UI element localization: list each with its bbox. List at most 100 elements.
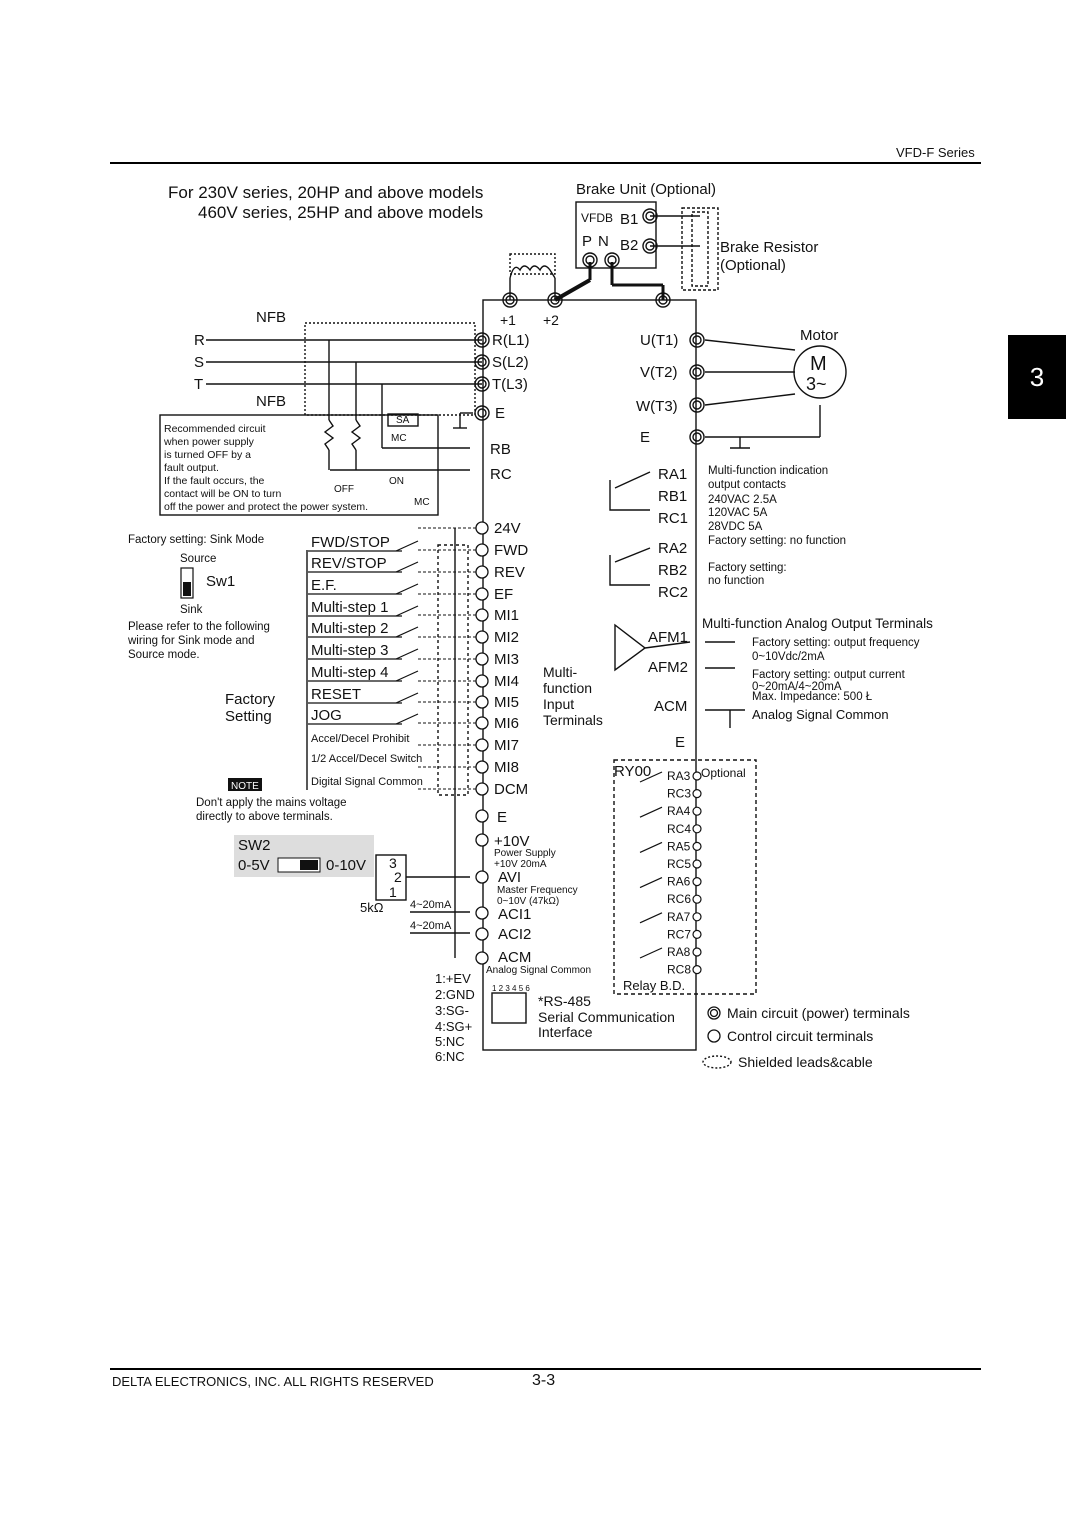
sink-label: Sink [180,604,203,616]
note-line-2: directly to above terminals. [196,811,333,823]
input-terminal-11 [475,760,489,774]
sw2-10v: 0-10V [326,857,366,874]
p10-label: +10V [494,833,529,850]
avi-info-2: 0~10V (47kΩ) [497,896,559,907]
relay-board-term-0: RA3 [667,769,691,783]
acm-in-label: ACM [498,949,531,966]
aci1-label: ACI1 [498,906,531,923]
relay-info-5: 28VDC 5A [708,521,763,533]
rs485-line-3: Interface [538,1024,593,1040]
input-terminal-label-8: MI5 [494,694,519,711]
wt3-label: W(T3) [636,398,678,415]
input-terminal-8 [475,695,489,709]
rs485-pin-numbers: 1 2 3 4 5 6 [492,984,530,993]
on-label: ON [389,476,404,487]
acm-out-label: ACM [654,698,687,715]
input-terminal-label-11: MI8 [494,759,519,776]
power-terminal-4 [474,354,490,370]
mc-contact-label: MC [414,497,430,508]
rb2-label: RB2 [658,562,687,579]
multi-label-4: Terminals [543,712,603,728]
note-badge-bg [228,778,262,791]
b1-label: B1 [620,211,638,228]
legend-main-icon [707,1006,721,1020]
rec-line-5: If the fault occurs, the [164,475,265,487]
source-label: Source [180,553,216,565]
s-input-label: S [194,354,204,371]
avi-info-1: Master Frequency [497,885,578,896]
note-line-1: Don't apply the mains voltage [196,797,347,809]
analog-in-terminal-4 [475,927,489,941]
relay-info-6: Factory setting: no function [708,535,846,547]
relay-board-term-6: RA6 [667,875,691,889]
p10-info-1: Power Supply [494,848,556,859]
power-terminal-7 [642,208,658,224]
multi-label-1: Multi- [543,664,578,680]
input-terminal-label-0: 24V [494,520,521,537]
relay-board-term-9: RC7 [667,927,691,941]
ut1-label: U(T1) [640,332,678,349]
rs485-pin-4: 4:SG+ [435,1019,472,1034]
title-line1: For 230V series, 20HP and above models [168,183,483,202]
relay-info-2: output contacts [708,479,786,491]
sw2-5v: 0-5V [238,857,270,874]
aci2-label: ACI2 [498,926,531,943]
motor-phase: 3~ [806,374,827,394]
factory-setting-2: Setting [225,708,272,725]
power-terminal-1 [547,292,563,308]
pot-2: 2 [394,869,402,885]
page-number: 3-3 [532,1372,556,1389]
power-terminal-5 [474,376,490,392]
header-rule [110,162,981,164]
analog-in-terminal-3 [475,906,489,920]
brake-resistor-optional: (Optional) [720,257,786,274]
copyright-text: DELTA ELECTRONICS, INC. ALL RIGHTS RESER… [112,1374,434,1389]
plus2-label: +2 [543,312,559,328]
rs485-pin-1: 1:+EV [435,971,471,986]
sl2-label: S(L2) [492,354,529,371]
pot-3: 3 [389,855,397,871]
n-label: N [598,233,609,250]
power-terminal-9 [582,252,598,268]
input-label-11: Digital Signal Common [311,776,423,788]
power-terminal-3 [474,332,490,348]
input-terminal-5 [475,630,489,644]
input-label-3: Multi-step 1 [311,599,389,616]
input-terminal-label-3: EF [494,586,513,603]
p-label: P [582,233,592,250]
relay-info-1: Multi-function indication [708,465,828,477]
relay-info-4: 120VAC 5A [708,507,768,519]
rb-label: RB [490,441,511,458]
input-terminal-12 [475,782,489,796]
rb1-label: RB1 [658,488,687,505]
rs485-line-2: Serial Communication [538,1009,675,1025]
relay-board-term-11: RC8 [667,963,691,977]
rec-line-1: Recommended circuit [164,423,266,435]
r-input-label: R [194,332,205,349]
brake-unit-label: Brake Unit (Optional) [576,181,716,198]
relay-board-term-1: RC3 [667,787,691,801]
rc1-label: RC1 [658,510,688,527]
power-terminal-2 [655,292,671,308]
input-terminal-label-6: MI3 [494,651,519,668]
input-terminal-label-9: MI6 [494,715,519,732]
relay-board-term-2: RA4 [667,804,691,818]
sink-factory: Factory setting: Sink Mode [128,534,264,546]
e-output-label: E [640,429,650,446]
rc2-label: RC2 [658,584,688,601]
relay-board-term-3: RC4 [667,822,691,836]
input-terminal-label-4: MI1 [494,607,519,624]
relay-info-3: 240VAC 2.5A [708,494,777,506]
acm-out-info: Analog Signal Common [752,707,889,722]
power-terminal-6 [474,405,490,421]
relay-board-label: Relay B.D. [623,978,685,993]
nfb-top-label: NFB [256,309,286,326]
motor-label: Motor [800,327,838,344]
avi-label: AVI [498,869,521,886]
acm-in-info: Analog Signal Common [486,965,591,976]
title-line2: 460V series, 25HP and above models [198,203,483,222]
plus1-label: +1 [500,312,516,328]
t-input-label: T [194,376,203,393]
motor-m: M [810,353,827,375]
mc-label: MC [391,433,407,444]
